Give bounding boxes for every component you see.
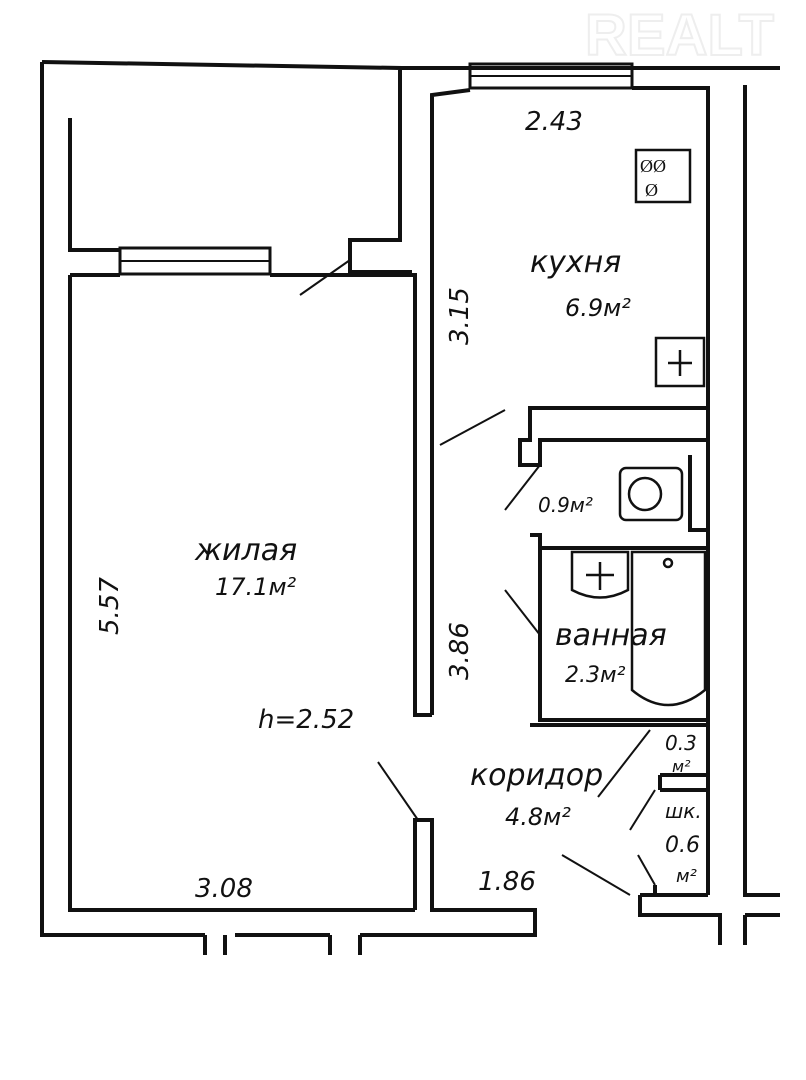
svg-text:ØØ: ØØ bbox=[640, 156, 666, 176]
stove-icon bbox=[634, 148, 692, 204]
wc-area: 0.9м² bbox=[538, 493, 593, 517]
closet-name: шк. bbox=[665, 799, 702, 823]
watermark-logo: REALT bbox=[585, 3, 774, 68]
kitchen-area: 6.9м² bbox=[565, 294, 631, 322]
corridor-name: коридор bbox=[470, 758, 603, 793]
storage-area-unit: м² bbox=[672, 757, 691, 776]
bath-name: ванная bbox=[555, 618, 667, 653]
closet-area-unit: м² bbox=[676, 866, 697, 887]
storage-area-value: 0.3 bbox=[665, 731, 697, 755]
living-room-area: 17.1м² bbox=[215, 573, 297, 601]
living-room-name: жилая bbox=[194, 533, 297, 568]
dim-kitchen-length: 3.15 bbox=[445, 287, 475, 345]
dim-living-width: 3.08 bbox=[195, 874, 253, 904]
balcony-outline bbox=[41, 60, 412, 274]
door-swings bbox=[299, 259, 656, 896]
bath-sink-icon bbox=[570, 550, 630, 599]
dim-kitchen-width: 2.43 bbox=[525, 107, 583, 137]
bathtub-icon bbox=[630, 550, 707, 707]
dim-corridor-width: 1.86 bbox=[478, 867, 536, 897]
toilet-icon bbox=[618, 466, 684, 522]
closet-area-value: 0.6 bbox=[665, 833, 700, 858]
dim-corridor-length: 3.86 bbox=[445, 622, 475, 680]
dim-living-length: 5.57 bbox=[95, 577, 125, 635]
kitchen-name: кухня bbox=[530, 245, 621, 280]
ceiling-height: h=2.52 bbox=[258, 705, 354, 735]
fixtures: ØØ Ø bbox=[570, 148, 707, 707]
walls bbox=[40, 60, 780, 955]
kitchen-sink-icon bbox=[654, 336, 706, 388]
corridor-area: 4.8м² bbox=[505, 803, 571, 831]
bath-area: 2.3м² bbox=[565, 663, 626, 688]
svg-text:Ø: Ø bbox=[645, 180, 658, 200]
